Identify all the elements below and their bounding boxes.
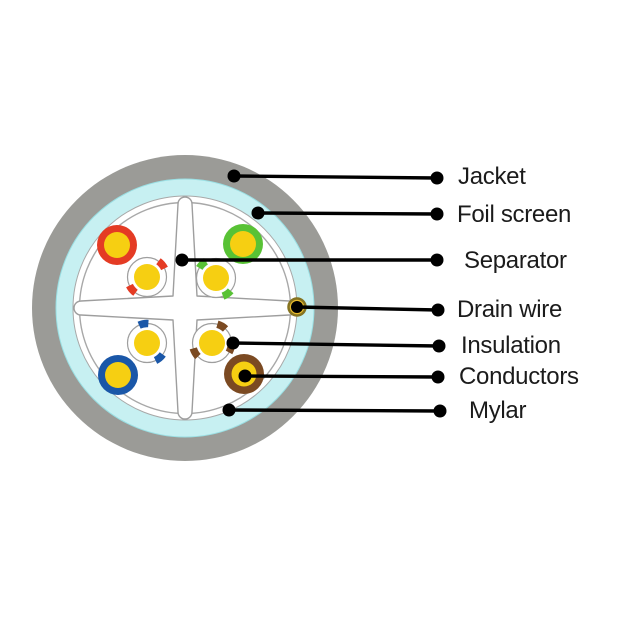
dot-mylar	[222, 403, 236, 417]
label-mylar: Mylar	[469, 397, 527, 424]
dot-foil-screen	[251, 206, 265, 220]
brown-striped-wire-conductor	[199, 330, 225, 356]
label-drain-wire: Drain wire	[457, 296, 563, 323]
dot-insulation	[226, 336, 240, 350]
leader-line-mylar	[228, 408, 441, 413]
dot-conductors-label	[431, 370, 445, 384]
wire-pair-green	[195, 224, 263, 300]
leader-line-insulation	[232, 341, 440, 348]
dot-conductors	[238, 369, 252, 383]
dot-drain-wire	[291, 301, 303, 313]
green-solid-wire-conductor	[230, 231, 256, 257]
dot-foil-screen-label	[430, 207, 444, 221]
dot-mylar-label	[433, 404, 447, 418]
wire-pair-red	[97, 225, 168, 298]
leader-dots	[175, 169, 447, 418]
dot-separator-label	[430, 253, 444, 267]
dot-jacket	[227, 169, 241, 183]
red-stripe-arc	[156, 258, 168, 271]
leader-line-jacket	[233, 174, 438, 180]
green-stripe-arc	[221, 288, 234, 300]
red-striped-wire-conductor	[134, 264, 160, 290]
label-foil-screen: Foil screen	[457, 201, 572, 228]
label-conductors: Conductors	[459, 363, 579, 390]
separator-cross	[73, 196, 297, 420]
red-solid-wire-conductor	[104, 232, 130, 258]
dot-separator	[175, 253, 189, 267]
red-stripe-arc	[126, 283, 138, 296]
dot-jacket-label	[430, 171, 444, 185]
blue-stripe-arc	[137, 319, 149, 329]
label-separator: Separator	[464, 247, 567, 274]
green-striped-wire-conductor	[203, 265, 229, 291]
dot-drain-wire-label	[431, 303, 445, 317]
blue-solid-wire-conductor	[105, 362, 131, 388]
dot-insulation-label	[432, 339, 446, 353]
brown-stripe-arc	[216, 320, 229, 332]
blue-stripe-arc	[153, 352, 166, 364]
leader-line-drain-wire	[296, 305, 439, 312]
label-jacket: Jacket	[458, 163, 526, 190]
label-insulation: Insulation	[461, 332, 561, 359]
blue-striped-wire-conductor	[134, 330, 160, 356]
wire-pair-brown	[189, 320, 264, 394]
leader-lines	[182, 174, 441, 413]
wire-pair-blue	[98, 319, 168, 395]
leader-line-foil-screen	[257, 211, 438, 216]
brown-stripe-arc	[189, 347, 201, 360]
leader-line-conductors	[244, 374, 439, 379]
